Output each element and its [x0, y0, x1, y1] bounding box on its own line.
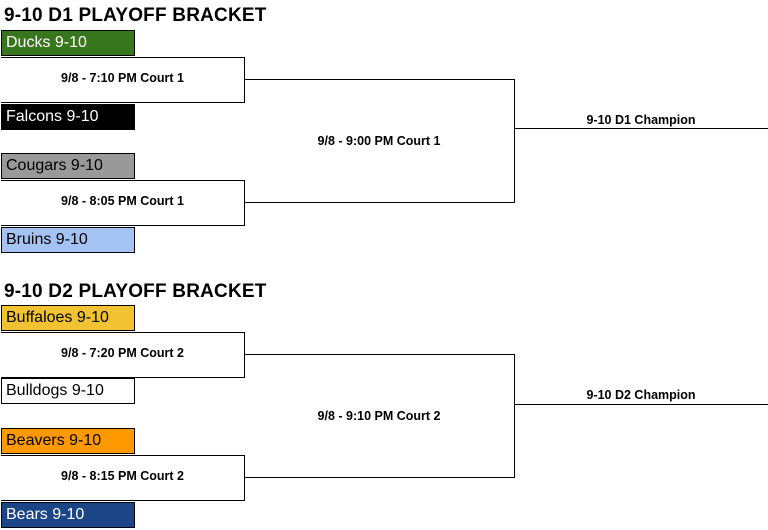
d1-team-ducks: Ducks 9-10 — [1, 30, 135, 56]
d1-final-game-label: 9/8 - 9:00 PM Court 1 — [317, 134, 441, 148]
d2-game-2-label: 9/8 - 8:15 PM Court 2 — [61, 469, 184, 483]
d2-champion-line — [514, 404, 768, 405]
d2-team-buffaloes: Buffaloes 9-10 — [1, 305, 135, 331]
d1-game-1-box: 9/8 - 7:10 PM Court 1 — [1, 57, 245, 103]
d1-team-cougars: Cougars 9-10 — [1, 153, 135, 179]
d2-team-bears: Bears 9-10 — [1, 502, 135, 528]
d2-final-game-label: 9/8 - 9:10 PM Court 2 — [317, 409, 441, 423]
d1-game-2-box: 9/8 - 8:05 PM Court 1 — [1, 180, 245, 226]
d2-connector-top — [244, 354, 515, 355]
d1-bracket-title: 9-10 D1 PLAYOFF BRACKET — [4, 5, 267, 26]
d1-champion-line — [514, 128, 768, 129]
d2-connector-bottom — [244, 477, 515, 478]
d1-game-1-label: 9/8 - 7:10 PM Court 1 — [61, 71, 184, 85]
d1-team-bruins: Bruins 9-10 — [1, 227, 135, 253]
d1-connector-top — [244, 79, 515, 80]
d2-game-1-box: 9/8 - 7:20 PM Court 2 — [1, 332, 245, 378]
d2-team-beavers: Beavers 9-10 — [1, 428, 135, 454]
d1-connector-bottom — [244, 202, 515, 203]
d2-bracket-title: 9-10 D2 PLAYOFF BRACKET — [4, 281, 267, 302]
d2-champion-label: 9-10 D2 Champion — [586, 388, 696, 402]
d1-connector-vertical — [514, 79, 515, 203]
d2-team-bulldogs: Bulldogs 9-10 — [1, 378, 135, 404]
d2-game-2-box: 9/8 - 8:15 PM Court 2 — [1, 455, 245, 501]
d2-game-1-label: 9/8 - 7:20 PM Court 2 — [61, 346, 184, 360]
d2-connector-vertical — [514, 354, 515, 478]
d1-game-2-label: 9/8 - 8:05 PM Court 1 — [61, 194, 184, 208]
d1-team-falcons: Falcons 9-10 — [1, 104, 135, 130]
d1-champion-label: 9-10 D1 Champion — [586, 113, 696, 127]
